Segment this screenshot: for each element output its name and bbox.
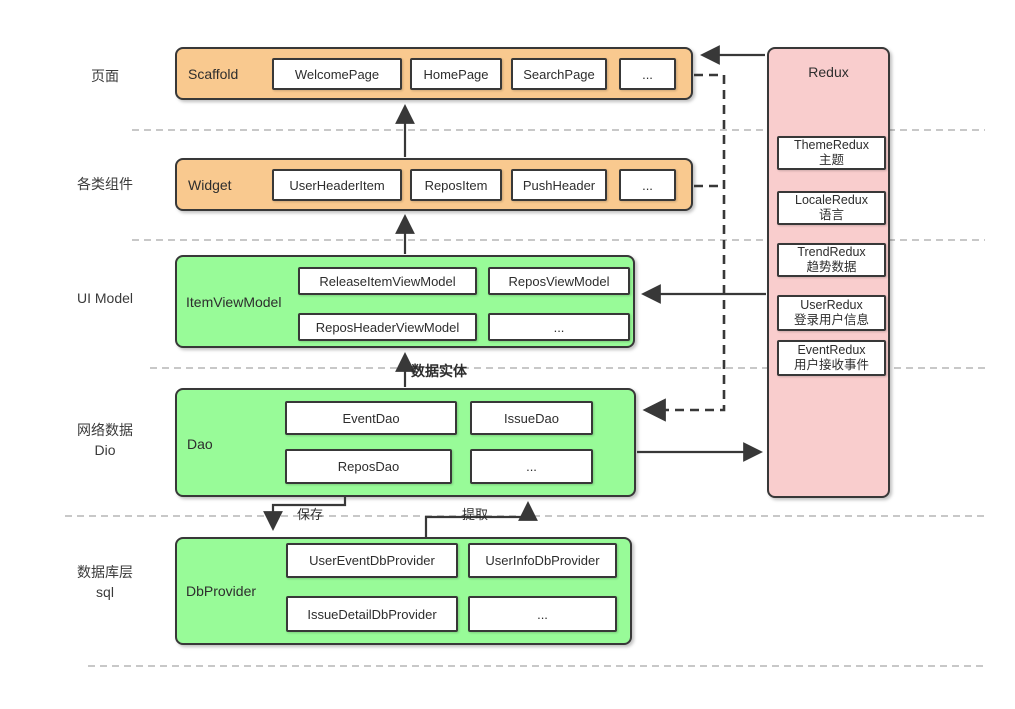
side-label-database: 数据库层 sql [45, 562, 165, 602]
redux-node-desc: 语言 [818, 208, 844, 222]
redux-panel-title: Redux [808, 64, 849, 80]
node-viewmodel-ellipsis: ... [488, 313, 630, 341]
side-label-network: 网络数据 Dio [45, 420, 165, 460]
node-issue-dao: IssueDao [470, 401, 593, 435]
node-event-dao: EventDao [285, 401, 457, 435]
side-label-text: UI Model [76, 290, 134, 306]
node-user-header-item: UserHeaderItem [272, 169, 402, 201]
node-widgets-ellipsis: ... [619, 169, 676, 201]
node-user-redux: UserRedux 登录用户信息 [777, 295, 886, 331]
node-repos-header-viewmodel: ReposHeaderViewModel [298, 313, 477, 341]
node-dbprovider-ellipsis: ... [468, 596, 617, 632]
redux-node-name: TrendRedux [797, 245, 866, 259]
side-label-text: 网络数据 [77, 422, 133, 438]
dbprovider-layer-title: DbProvider [186, 583, 257, 599]
redux-node-desc: 登录用户信息 [793, 313, 869, 327]
dashed-arrow-ui-to-dao [642, 73, 726, 422]
redux-node-name: ThemeRedux [793, 138, 870, 152]
redux-node-desc: 主题 [818, 153, 844, 167]
node-trend-redux: TrendRedux 趋势数据 [777, 243, 886, 277]
node-repos-dao: ReposDao [285, 449, 452, 484]
node-locale-redux: LocaleRedux 语言 [777, 191, 886, 225]
side-label-widgets: 各类组件 [45, 174, 165, 194]
node-user-info-db-provider: UserInfoDbProvider [468, 543, 617, 578]
scaffold-layer-title: Scaffold [188, 66, 239, 82]
redux-node-name: UserRedux [800, 298, 863, 312]
side-label-text: 页面 [91, 68, 119, 84]
node-search-page: SearchPage [511, 58, 607, 90]
side-label-text: Dio [94, 442, 116, 458]
redux-node-name: EventRedux [797, 343, 866, 357]
itemviewmodel-layer-title: ItemViewModel [186, 294, 282, 310]
node-dao-ellipsis: ... [470, 449, 593, 484]
side-label-text: sql [96, 584, 114, 600]
widget-layer-title: Widget [188, 177, 232, 193]
node-issue-detail-db-provider: IssueDetailDbProvider [286, 596, 458, 632]
node-welcome-page: WelcomePage [272, 58, 402, 90]
side-label-text: 数据库层 [77, 564, 133, 580]
node-release-item-viewmodel: ReleaseItemViewModel [298, 267, 477, 295]
node-pages-ellipsis: ... [619, 58, 676, 90]
side-label-pages: 页面 [45, 66, 165, 86]
node-theme-redux: ThemeRedux 主题 [777, 136, 886, 170]
redux-node-desc: 用户接收事件 [793, 358, 869, 372]
side-label-text: 各类组件 [77, 176, 133, 192]
label-data-entity: 数据实体 [411, 363, 467, 379]
node-home-page: HomePage [410, 58, 502, 90]
redux-node-desc: 趋势数据 [806, 260, 857, 274]
node-user-event-db-provider: UserEventDbProvider [286, 543, 458, 578]
node-repos-item: ReposItem [410, 169, 502, 201]
node-repos-viewmodel: ReposViewModel [488, 267, 630, 295]
node-event-redux: EventRedux 用户接收事件 [777, 340, 886, 376]
dao-layer-title: Dao [187, 436, 213, 452]
label-extract: 提取 [462, 507, 489, 522]
node-push-header: PushHeader [511, 169, 607, 201]
redux-node-name: LocaleRedux [795, 193, 868, 207]
label-save: 保存 [297, 507, 324, 522]
side-label-ui-model: UI Model [45, 288, 165, 308]
